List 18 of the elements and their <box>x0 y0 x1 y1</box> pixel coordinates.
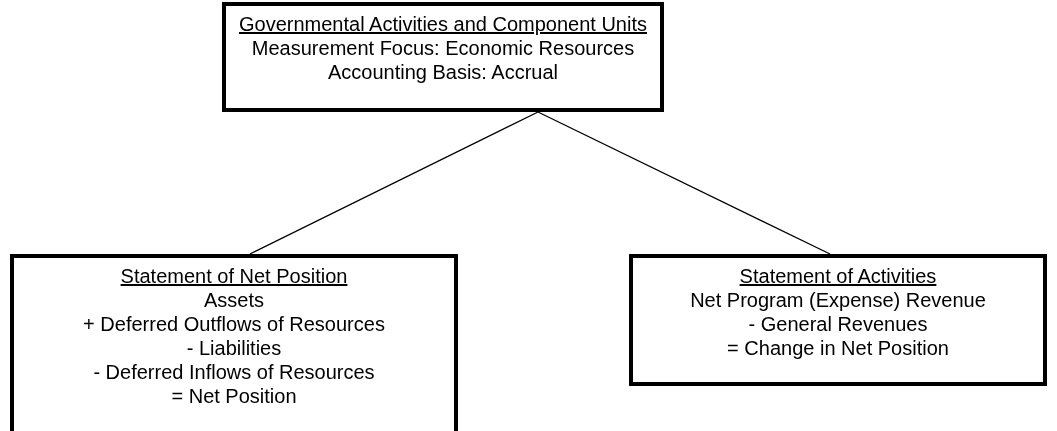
box-text-line: - Liabilities <box>186 336 282 360</box>
box-heading: Statement of Activities <box>739 264 937 288</box>
connector-line <box>537 111 831 255</box>
box-text-line: - Deferred Inflows of Resources <box>93 360 375 384</box>
box-text-line: Measurement Focus: Economic Resources <box>251 36 635 60</box>
box-text-line: - General Revenues <box>748 312 928 336</box>
statement-box <box>10 254 458 431</box>
box-text-line: Accounting Basis: Accrual <box>327 60 559 84</box>
box-text-line: + Deferred Outflows of Resources <box>83 312 385 336</box>
box-text-line: Net Program (Expense) Revenue <box>690 288 986 312</box>
box-text-line: = Change in Net Position <box>727 336 949 360</box>
connector-line <box>249 111 539 255</box>
box-heading: Governmental Activities and Component Units <box>239 12 647 36</box>
box-text-line: = Net Position <box>171 384 297 408</box>
box-text-line: Assets <box>204 288 264 312</box>
statement-box <box>222 2 664 112</box>
box-heading: Statement of Net Position <box>120 264 348 288</box>
statement-box <box>629 254 1047 386</box>
